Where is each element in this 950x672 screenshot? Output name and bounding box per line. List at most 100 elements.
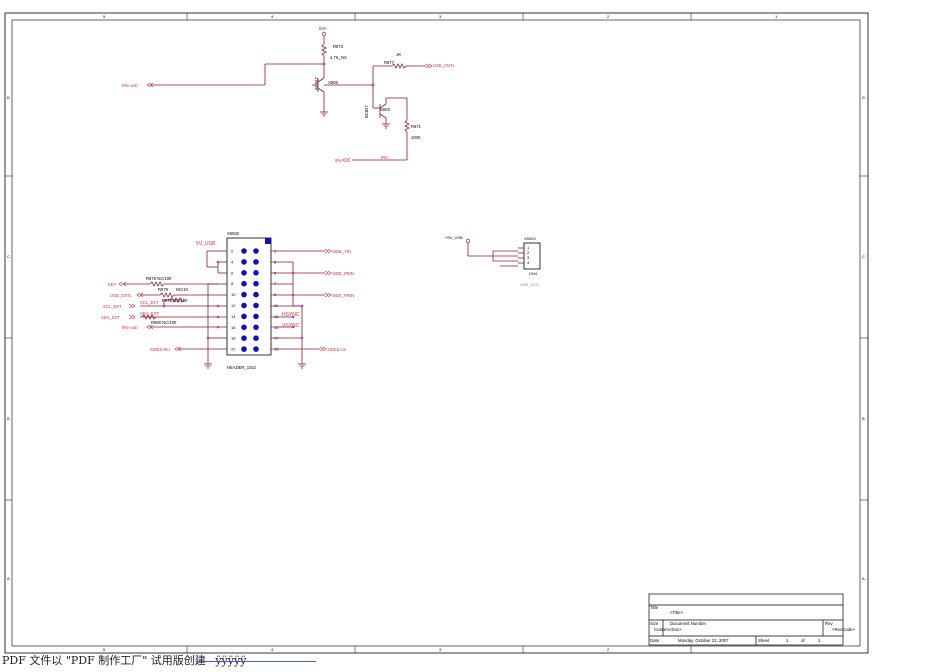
header-pin1-marker <box>265 238 271 244</box>
r877-ref: R877 <box>384 60 395 65</box>
sheet-value: 1 <box>786 638 789 643</box>
sheet-label: Sheet <box>758 638 770 643</box>
header-pin-number-left: 4 <box>231 259 234 264</box>
title-value: <Title> <box>670 610 683 615</box>
header-pin-dot <box>241 324 247 331</box>
r873-value: 4.7K_NS <box>330 55 347 60</box>
pdf-footer: PDF 文件以 "PDF 制作工厂" 试用版创建 ÿÿÿÿÿ <box>2 652 316 670</box>
row-letter-b-right: B <box>862 416 865 421</box>
of-value: 1 <box>818 638 821 643</box>
r879-value: NC/1K <box>176 287 189 292</box>
size-label: Size <box>650 621 659 626</box>
port-side2-lin: SIDE2-Lin <box>327 347 347 352</box>
cn4-ref: X5003 <box>524 236 536 241</box>
r871-ref: R871 <box>411 124 422 129</box>
cn4-note: USB_VCC <box>520 282 539 287</box>
col-number-5-bottom: 5 <box>103 647 106 652</box>
net-vsync: VSYNC <box>282 323 300 329</box>
col-number-2-bottom: 2 <box>607 647 610 652</box>
q1-ref: X806 <box>328 80 338 85</box>
header-pin-dot <box>253 291 259 298</box>
ir-transistor-circuit <box>150 31 426 161</box>
ir-circuit-junctions <box>322 62 375 87</box>
header-name: HEADER_10x2 <box>227 365 257 370</box>
header-pin-dot <box>241 346 247 352</box>
header-pin-number-right: 5 <box>274 270 277 275</box>
header-pin-dot <box>253 346 259 352</box>
rev-label: Rev <box>825 621 833 626</box>
row-letter-d: D <box>7 95 10 100</box>
header-port-arrows <box>118 248 332 352</box>
header-pin-dot <box>253 270 259 276</box>
header-body <box>226 237 272 356</box>
header-ref: X5502 <box>227 231 240 236</box>
header-pin-number-right: 15 <box>274 325 279 330</box>
r877-value: 1K <box>396 52 401 57</box>
header-pin-number-right: 7 <box>274 281 277 286</box>
col-number-3: 3 <box>439 14 442 19</box>
col-number-1: 1 <box>775 14 778 19</box>
header-pin-dot <box>241 335 247 342</box>
of-label: of <box>801 638 805 643</box>
header-pin-number-left: 10 <box>231 292 236 297</box>
header-pin-dot <box>253 335 259 342</box>
header-pin-dot <box>253 248 259 254</box>
net-hsync: HSYNC <box>282 312 300 318</box>
col-number-4: 4 <box>271 14 274 19</box>
cn4-pin-2: 2 <box>527 250 530 255</box>
header-pin-number-left: 8 <box>231 281 234 286</box>
q1-part: BC847 <box>314 77 319 90</box>
port-side-pbin: SIDE_PBIN <box>332 271 354 276</box>
cn4-pin-1: 1 <box>527 245 530 250</box>
header-pin-number-left: 2 <box>231 249 234 254</box>
r876-label: R876 NC/100 <box>146 276 172 281</box>
net-5v-usb: 5V_USB <box>196 241 216 247</box>
header-pin-number-right: 19 <box>274 347 279 352</box>
header-pin-number-right: 13 <box>274 314 279 319</box>
outer-frame <box>4 12 869 654</box>
header-x5502 <box>226 237 272 356</box>
header-pin-dot <box>241 259 247 265</box>
row-letter-b: B <box>7 416 10 421</box>
footer-text: PDF 文件以 "PDF 制作工厂" 试用版创建 <box>2 654 206 667</box>
port-side-yin: SIDE_YIN <box>332 249 351 254</box>
header-pin-number-right: 1 <box>274 249 277 254</box>
header-junctions <box>162 260 304 340</box>
net-sda-ext: SDA_EXT <box>140 311 160 316</box>
header-pin-number-left: 18 <box>231 336 236 341</box>
row-letter-c-right: C <box>862 254 865 259</box>
q2-part: BC847 <box>364 105 369 118</box>
header-pin-dot <box>241 291 247 298</box>
col-number-3-bottom: 3 <box>439 647 442 652</box>
r873-ref: R873 <box>333 44 344 49</box>
r871-value: 100K <box>411 135 421 140</box>
border-columns <box>5 13 868 653</box>
docnum-value: <Doc> <box>669 627 682 632</box>
title-block <box>648 593 844 646</box>
port-side2-rin: SIDE2-Rin <box>150 347 170 352</box>
row-letter-a-right: A <box>862 576 865 581</box>
header-pin-number-right: 17 <box>274 336 279 341</box>
port-key: KEY <box>108 282 117 287</box>
header-pin-dots <box>241 248 259 352</box>
inner-frame <box>11 19 861 647</box>
header-pin-number-left: 12 <box>231 303 236 308</box>
date-value: Monday, October 22, 2007 <box>678 638 729 643</box>
header-pin-number-left: 14 <box>231 314 236 319</box>
port-scl-ext: SCL_EXT <box>103 304 122 309</box>
usb-cntl-port: USB_CNTL <box>433 63 456 68</box>
footer-link-underline <box>198 661 316 662</box>
title-label: Title <box>650 605 659 610</box>
footer-link[interactable]: ÿÿÿÿÿ <box>215 654 247 667</box>
header-pin-dot <box>253 313 259 320</box>
net-scl-ext: SCL_EXT <box>140 300 159 305</box>
header-pin-dot <box>253 302 259 309</box>
header-pin-dot <box>241 280 247 287</box>
cn4-connector <box>465 238 541 270</box>
r880-label: R880 NC/100 <box>151 320 177 325</box>
col-number-2: 2 <box>607 14 610 19</box>
port-sda-ext: SDA_EXT <box>101 315 121 320</box>
header-pin-dot <box>253 324 259 331</box>
irin-usb-port: IRin-usb <box>122 83 138 88</box>
